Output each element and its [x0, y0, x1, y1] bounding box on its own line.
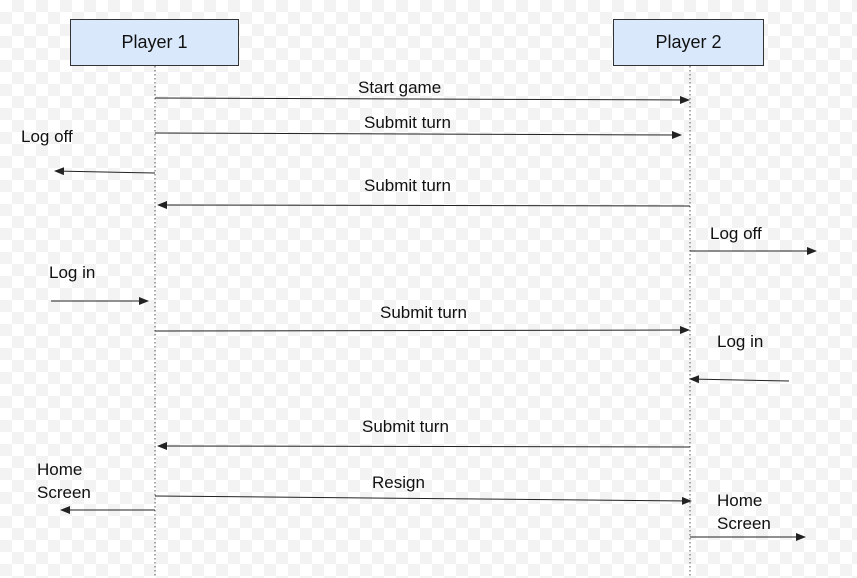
message-label-submit-turn-1: Submit turn — [364, 113, 451, 132]
message-label-p1-log-in: Log in — [49, 263, 96, 282]
message-label-p2-log-in: Log in — [717, 332, 764, 351]
arrow-resign — [154, 495, 692, 505]
message-label-submit-turn-4: Submit turn — [362, 417, 449, 436]
message-label-start-game: Start game — [358, 78, 442, 97]
arrow-submit-turn-4 — [157, 442, 691, 451]
arrow-p1-log-off — [54, 167, 156, 176]
arrow-submit-turn-3 — [154, 326, 690, 335]
message-label-submit-turn-3: Submit turn — [380, 303, 467, 322]
participant-player-1-label: Player 1 — [121, 32, 188, 52]
message-label-resign: Resign — [372, 473, 425, 492]
message-label-p2-home-screen: Home Screen — [717, 491, 771, 533]
participant-player-1: Player 1 — [70, 19, 239, 66]
arrow-start-game — [154, 95, 690, 104]
arrow-submit-turn-2 — [157, 201, 691, 210]
participant-player-2-label: Player 2 — [655, 32, 722, 52]
message-label-p1-home-screen: Home Screen — [37, 460, 91, 502]
message-label-p1-log-off: Log off — [21, 127, 73, 146]
message-label-p2-log-off: Log off — [710, 224, 762, 243]
arrow-p2-log-in — [689, 375, 790, 384]
arrow-submit-turn-1 — [154, 130, 682, 139]
participant-player-2: Player 2 — [613, 19, 764, 66]
message-label-submit-turn-2: Submit turn — [364, 176, 451, 195]
